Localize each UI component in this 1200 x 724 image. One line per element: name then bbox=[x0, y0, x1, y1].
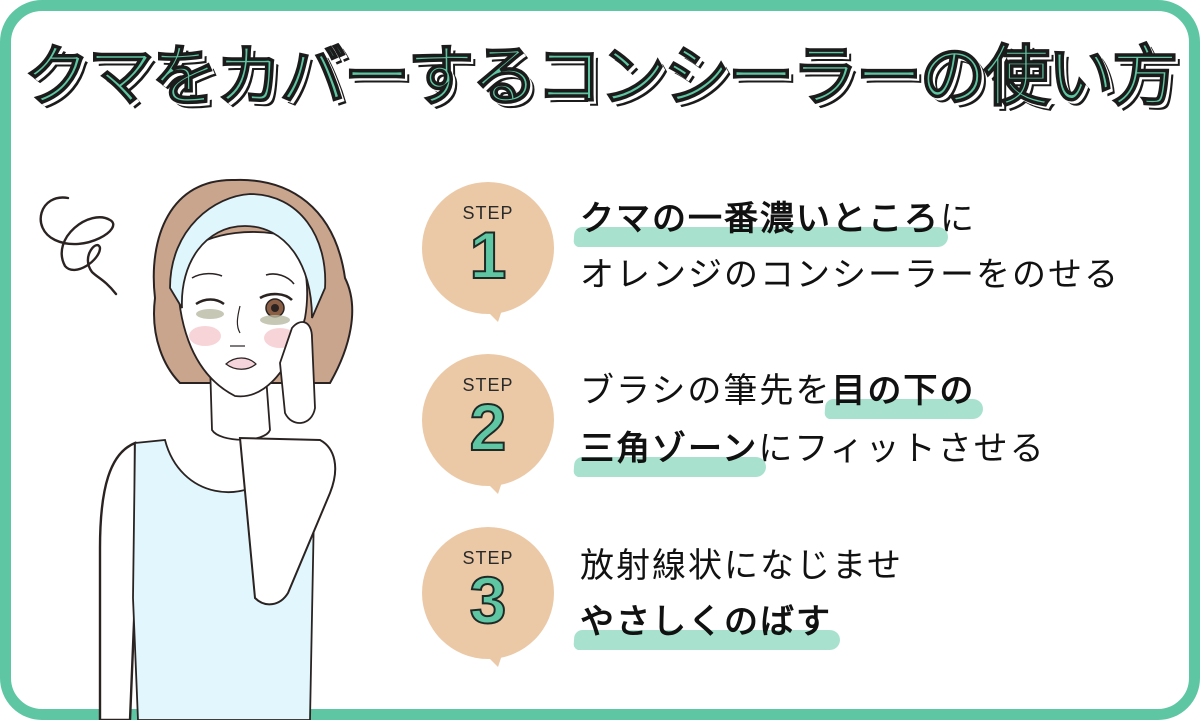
step-text-line2: やさしくのばす bbox=[580, 605, 832, 639]
step-3: STEP 3 放射線状になじませ やさしくのばす bbox=[420, 525, 1160, 685]
highlight-text: 三角ゾーン bbox=[580, 429, 759, 469]
step-label: STEP bbox=[462, 203, 514, 223]
highlight-text: やさしくのばす bbox=[580, 602, 832, 642]
step-2: STEP 2 ブラシの筆先を目の下の 三角ゾーンにフィットさせる bbox=[420, 352, 1160, 512]
step-number: 3 bbox=[469, 563, 508, 637]
speech-bubble-icon bbox=[422, 354, 554, 494]
step-badge: STEP 3 bbox=[420, 525, 560, 675]
step-label: STEP bbox=[462, 548, 514, 568]
step-text-line2: オレンジのコンシーラーをのせる bbox=[580, 255, 1120, 295]
step-badge: STEP 1 bbox=[420, 180, 560, 330]
step-badge: STEP 2 bbox=[420, 352, 560, 502]
step-text-line1: クマの一番濃いところに bbox=[580, 199, 976, 239]
step-text-line1: 放射線状になじませ bbox=[580, 546, 903, 586]
woman-illustration bbox=[30, 168, 410, 722]
step-1: STEP 1 クマの一番濃いところに オレンジのコンシーラーをのせる bbox=[420, 180, 1160, 340]
step-text-line1: ブラシの筆先を目の下の bbox=[580, 371, 976, 411]
page-title: クマをカバーするコンシーラーの使い方 bbox=[23, 38, 1179, 115]
step-label: STEP bbox=[462, 375, 514, 395]
step-number: 1 bbox=[469, 218, 508, 292]
highlight-text: 目の下の bbox=[831, 371, 976, 411]
step-text-line2: 三角ゾーンにフィットさせる bbox=[580, 429, 1046, 469]
step-number: 2 bbox=[469, 390, 508, 464]
highlight-text: クマの一番濃いところ bbox=[580, 199, 940, 239]
speech-bubble-icon bbox=[422, 527, 554, 667]
swirl-icon bbox=[39, 196, 118, 296]
speech-bubble-icon bbox=[422, 182, 554, 322]
